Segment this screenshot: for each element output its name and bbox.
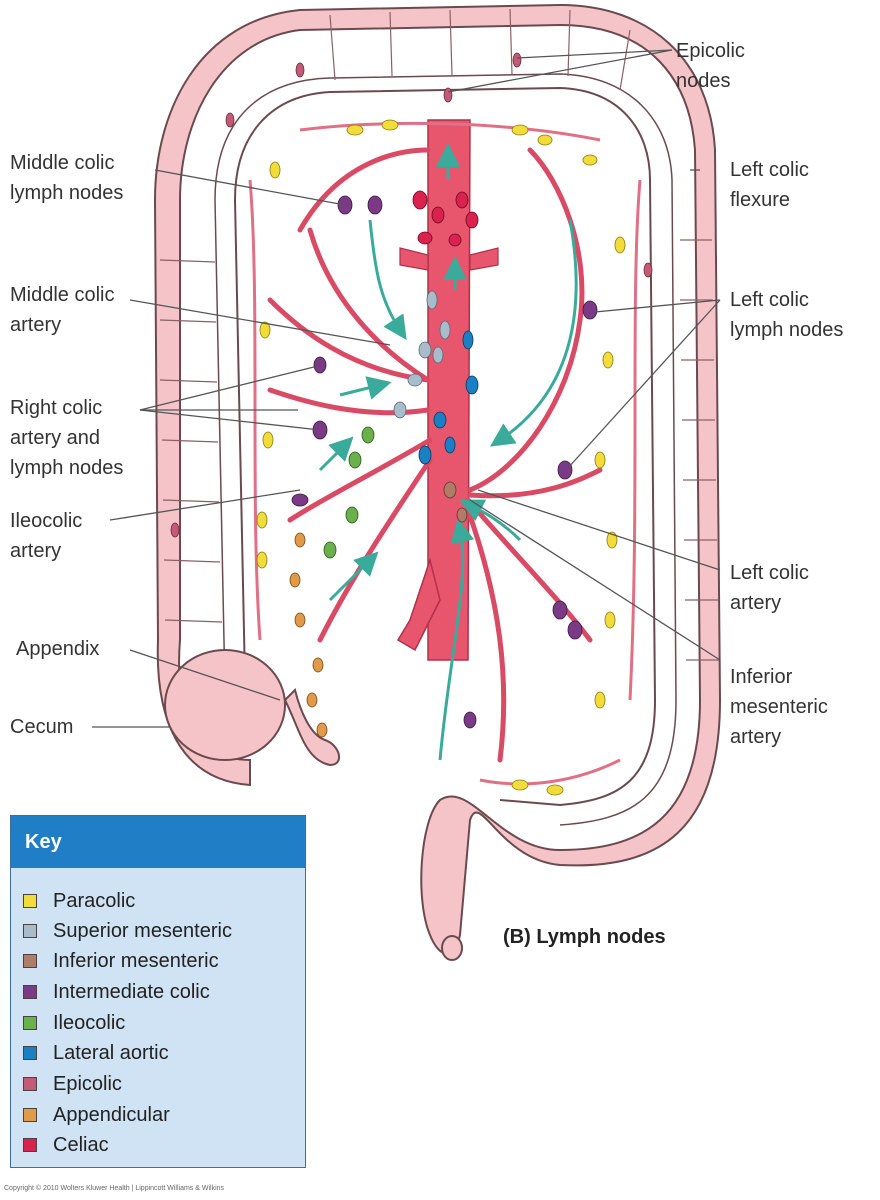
anal-end: [441, 935, 463, 961]
lateral-aortic-nodes: [418, 330, 479, 465]
artery-arcades: [248, 121, 642, 786]
key-label-inferior-mesenteric: Inferior mesenteric: [53, 949, 219, 972]
label-middle-colic-lymph-nodes: Middle colic lymph nodes: [10, 148, 123, 208]
leader-lines: [92, 49, 721, 728]
label-right-colic-artery-and-lymph-nodes: Right colic artery and lymph nodes: [10, 393, 123, 483]
key-label-celiac: Celiac: [53, 1133, 109, 1156]
key-swatch-appendicular: [23, 1108, 37, 1122]
label-left-colic-lymph-nodes-line2: lymph nodes: [730, 319, 844, 341]
key-item-ileocolic: Ileocolic: [23, 1008, 125, 1038]
key-label-intermediate-colic: Intermediate colic: [53, 980, 210, 1003]
celiac-trunk: [399, 247, 499, 271]
key-label-lateral-aortic: Lateral aortic: [53, 1041, 169, 1064]
label-left-colic-artery-line2: artery: [730, 592, 782, 614]
colon: [153, 3, 722, 955]
key-item-epicolic: Epicolic: [23, 1069, 122, 1099]
key-label-ileocolic: Ileocolic: [53, 1011, 126, 1034]
epicolic-nodes: [170, 52, 653, 538]
label-left-colic-artery: Left colic artery: [730, 558, 809, 618]
cecum: [164, 649, 286, 761]
ileocolic-nodes: [323, 426, 375, 559]
colon-outer-wall-line: [214, 73, 677, 826]
superior-mesenteric-nodes: [393, 290, 451, 419]
key-label-appendicular: Appendicular: [53, 1103, 170, 1126]
label-left-colic-lymph-nodes-line1: Left colic: [730, 289, 809, 311]
key-swatch-paracolic: [23, 894, 37, 908]
key-item-superior-mesenteric: Superior mesenteric: [23, 916, 232, 946]
key-swatch-lateral-aortic: [23, 1046, 37, 1060]
paracolic-nodes: [256, 119, 626, 796]
inferior-mesenteric-nodes: [443, 481, 468, 523]
label-appendix: Appendix: [16, 638, 100, 660]
label-middle-colic-lymph-nodes-line1: Middle colic: [10, 152, 115, 174]
label-left-colic-artery-line1: Left colic: [730, 562, 809, 584]
key-item-intermediate-colic: Intermediate colic: [23, 977, 210, 1007]
label-left-colic-flexure-line2: flexure: [730, 189, 791, 211]
key-item-appendicular: Appendicular: [23, 1100, 170, 1130]
colon-inner-wall: [233, 86, 657, 807]
label-right-colic-line2: artery and: [10, 427, 101, 449]
label-ima-line1: Inferior: [730, 666, 793, 688]
key-swatch-superior-mesenteric: [23, 924, 37, 938]
label-left-colic-flexure: Left colic flexure: [730, 155, 809, 215]
key-legend: Key Paracolic Superior mesenteric Inferi…: [10, 815, 306, 1168]
label-ileocolic-artery-line2: artery: [10, 540, 62, 562]
key-swatch-inferior-mesenteric: [23, 954, 37, 968]
key-item-lateral-aortic: Lateral aortic: [23, 1038, 169, 1068]
lymph-flow-arrows: [318, 143, 578, 761]
haustra: [159, 8, 719, 661]
iliac-branch: [396, 557, 441, 652]
appendix: [283, 688, 340, 767]
label-inferior-mesenteric-artery: Inferior mesenteric artery: [730, 662, 828, 752]
key-item-inferior-mesenteric: Inferior mesenteric: [23, 946, 219, 976]
label-right-colic-line3: lymph nodes: [10, 457, 124, 479]
key-swatch-ileocolic: [23, 1016, 37, 1030]
label-left-colic-flexure-line1: Left colic: [730, 159, 809, 181]
label-epicolic-nodes-line1: Epicolic: [676, 40, 745, 62]
label-left-colic-lymph-nodes: Left colic lymph nodes: [730, 285, 843, 345]
copyright-text: Copyright © 2010 Wolters Kluwer Health |…: [4, 1185, 225, 1192]
figure-caption: (B) Lymph nodes: [503, 926, 666, 948]
key-swatch-epicolic: [23, 1077, 37, 1091]
label-ima-line3: artery: [730, 726, 782, 748]
key-label-epicolic: Epicolic: [53, 1072, 122, 1095]
label-middle-colic-artery-line1: Middle colic: [10, 284, 115, 306]
label-epicolic-nodes-line2: nodes: [676, 70, 731, 92]
key-title: Key: [11, 816, 305, 868]
label-ileocolic-artery: Ileocolic artery: [10, 506, 82, 566]
label-epicolic-nodes: Epicolic nodes: [676, 36, 745, 96]
label-middle-colic-artery-line2: artery: [10, 314, 62, 336]
key-swatch-celiac: [23, 1138, 37, 1152]
appendicular-nodes: [289, 532, 328, 738]
label-middle-colic-lymph-nodes-line2: lymph nodes: [10, 182, 124, 204]
celiac-nodes: [412, 190, 479, 247]
key-item-celiac: Celiac: [23, 1130, 109, 1160]
key-swatch-intermediate-colic: [23, 985, 37, 999]
label-middle-colic-artery: Middle colic artery: [10, 280, 114, 340]
key-item-paracolic: Paracolic: [23, 886, 135, 916]
label-cecum: Cecum: [10, 716, 74, 738]
key-label-paracolic: Paracolic: [53, 889, 136, 912]
label-ileocolic-artery-line1: Ileocolic: [10, 510, 83, 532]
key-label-superior-mesenteric: Superior mesenteric: [53, 919, 232, 942]
label-ima-line2: mesenteric: [730, 696, 828, 718]
label-right-colic-line1: Right colic: [10, 397, 103, 419]
